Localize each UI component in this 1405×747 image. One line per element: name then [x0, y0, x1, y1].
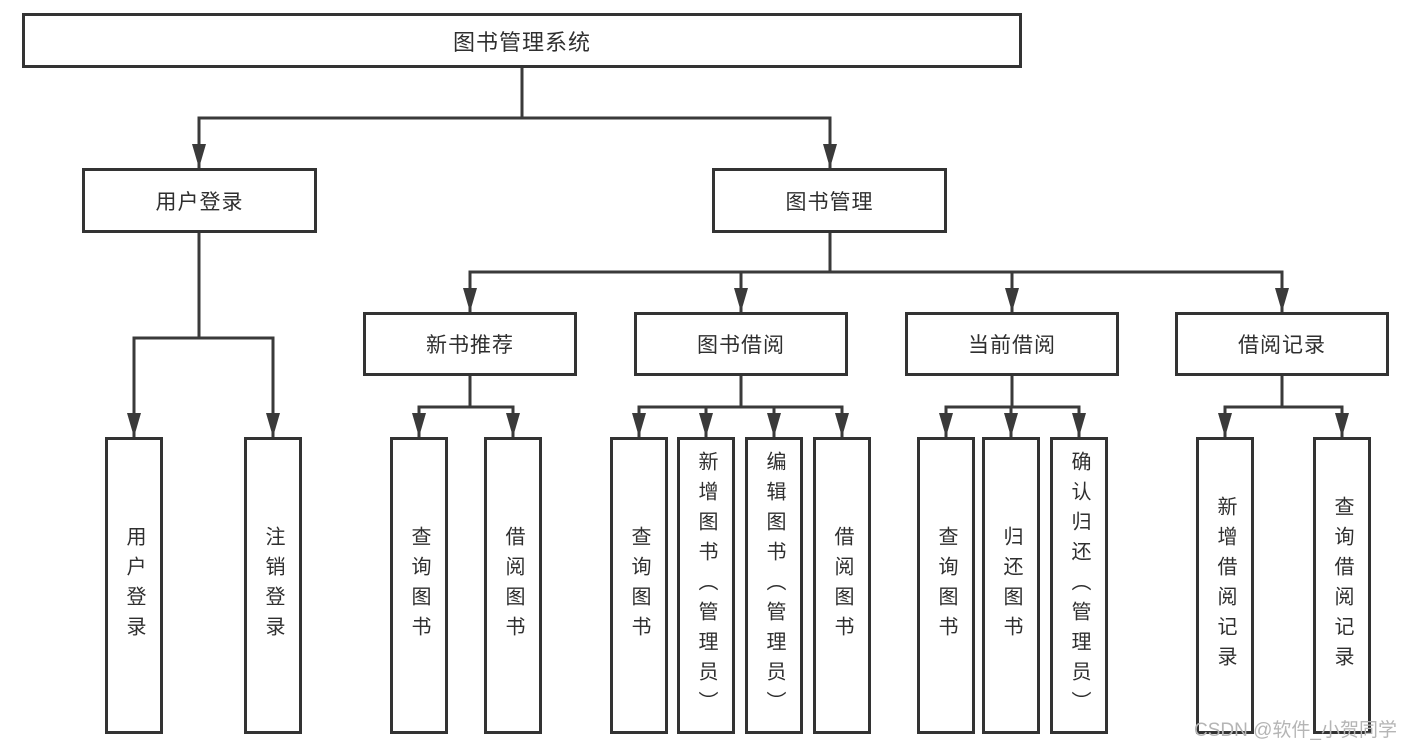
leaf-cb-return-books: 归还图书 — [982, 437, 1040, 734]
leaf-br-add-record: 新增借阅记录 — [1196, 437, 1254, 734]
leaf-nbr-borrow-books: 借阅图书 — [484, 437, 542, 734]
leaf-bb-borrow-books: 借阅图书 — [813, 437, 871, 734]
node-user-login-branch: 用户登录 — [82, 168, 317, 233]
node-library-management-system: 图书管理系统 — [22, 13, 1022, 68]
node-book-management: 图书管理 — [712, 168, 947, 233]
leaf-nbr-query-books: 查询图书 — [390, 437, 448, 734]
leaf-bb-query-books: 查询图书 — [610, 437, 668, 734]
node-book-borrow: 图书借阅 — [634, 312, 848, 376]
leaf-bb-add-books-admin: 新增图书（管理员） — [677, 437, 735, 734]
leaf-br-query-record: 查询借阅记录 — [1313, 437, 1371, 734]
leaf-logout: 注销登录 — [244, 437, 302, 734]
leaf-bb-edit-books-admin: 编辑图书（管理员） — [745, 437, 803, 734]
node-current-borrow: 当前借阅 — [905, 312, 1119, 376]
leaf-user-login: 用户登录 — [105, 437, 163, 734]
node-borrow-records: 借阅记录 — [1175, 312, 1389, 376]
leaf-cb-query-books: 查询图书 — [917, 437, 975, 734]
node-new-book-recommend: 新书推荐 — [363, 312, 577, 376]
leaf-cb-confirm-return-admin: 确认归还（管理员） — [1050, 437, 1108, 734]
